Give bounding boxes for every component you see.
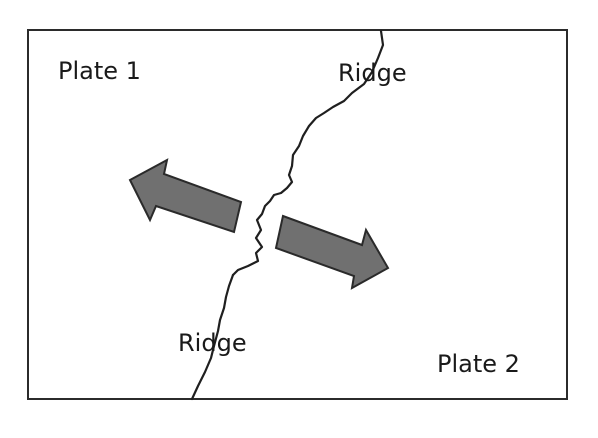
plate-2-label: Plate 2 <box>437 350 520 378</box>
plate-1-label: Plate 1 <box>58 57 141 85</box>
ridge-label-top: Ridge <box>338 59 407 87</box>
ridge-label-bottom: Ridge <box>178 329 247 357</box>
arrow-left-icon <box>128 158 243 234</box>
ridge-line-lower <box>190 273 235 401</box>
diagram-frame <box>27 29 568 400</box>
arrow-right-icon <box>274 214 390 290</box>
ridge-line-upper <box>231 29 385 277</box>
